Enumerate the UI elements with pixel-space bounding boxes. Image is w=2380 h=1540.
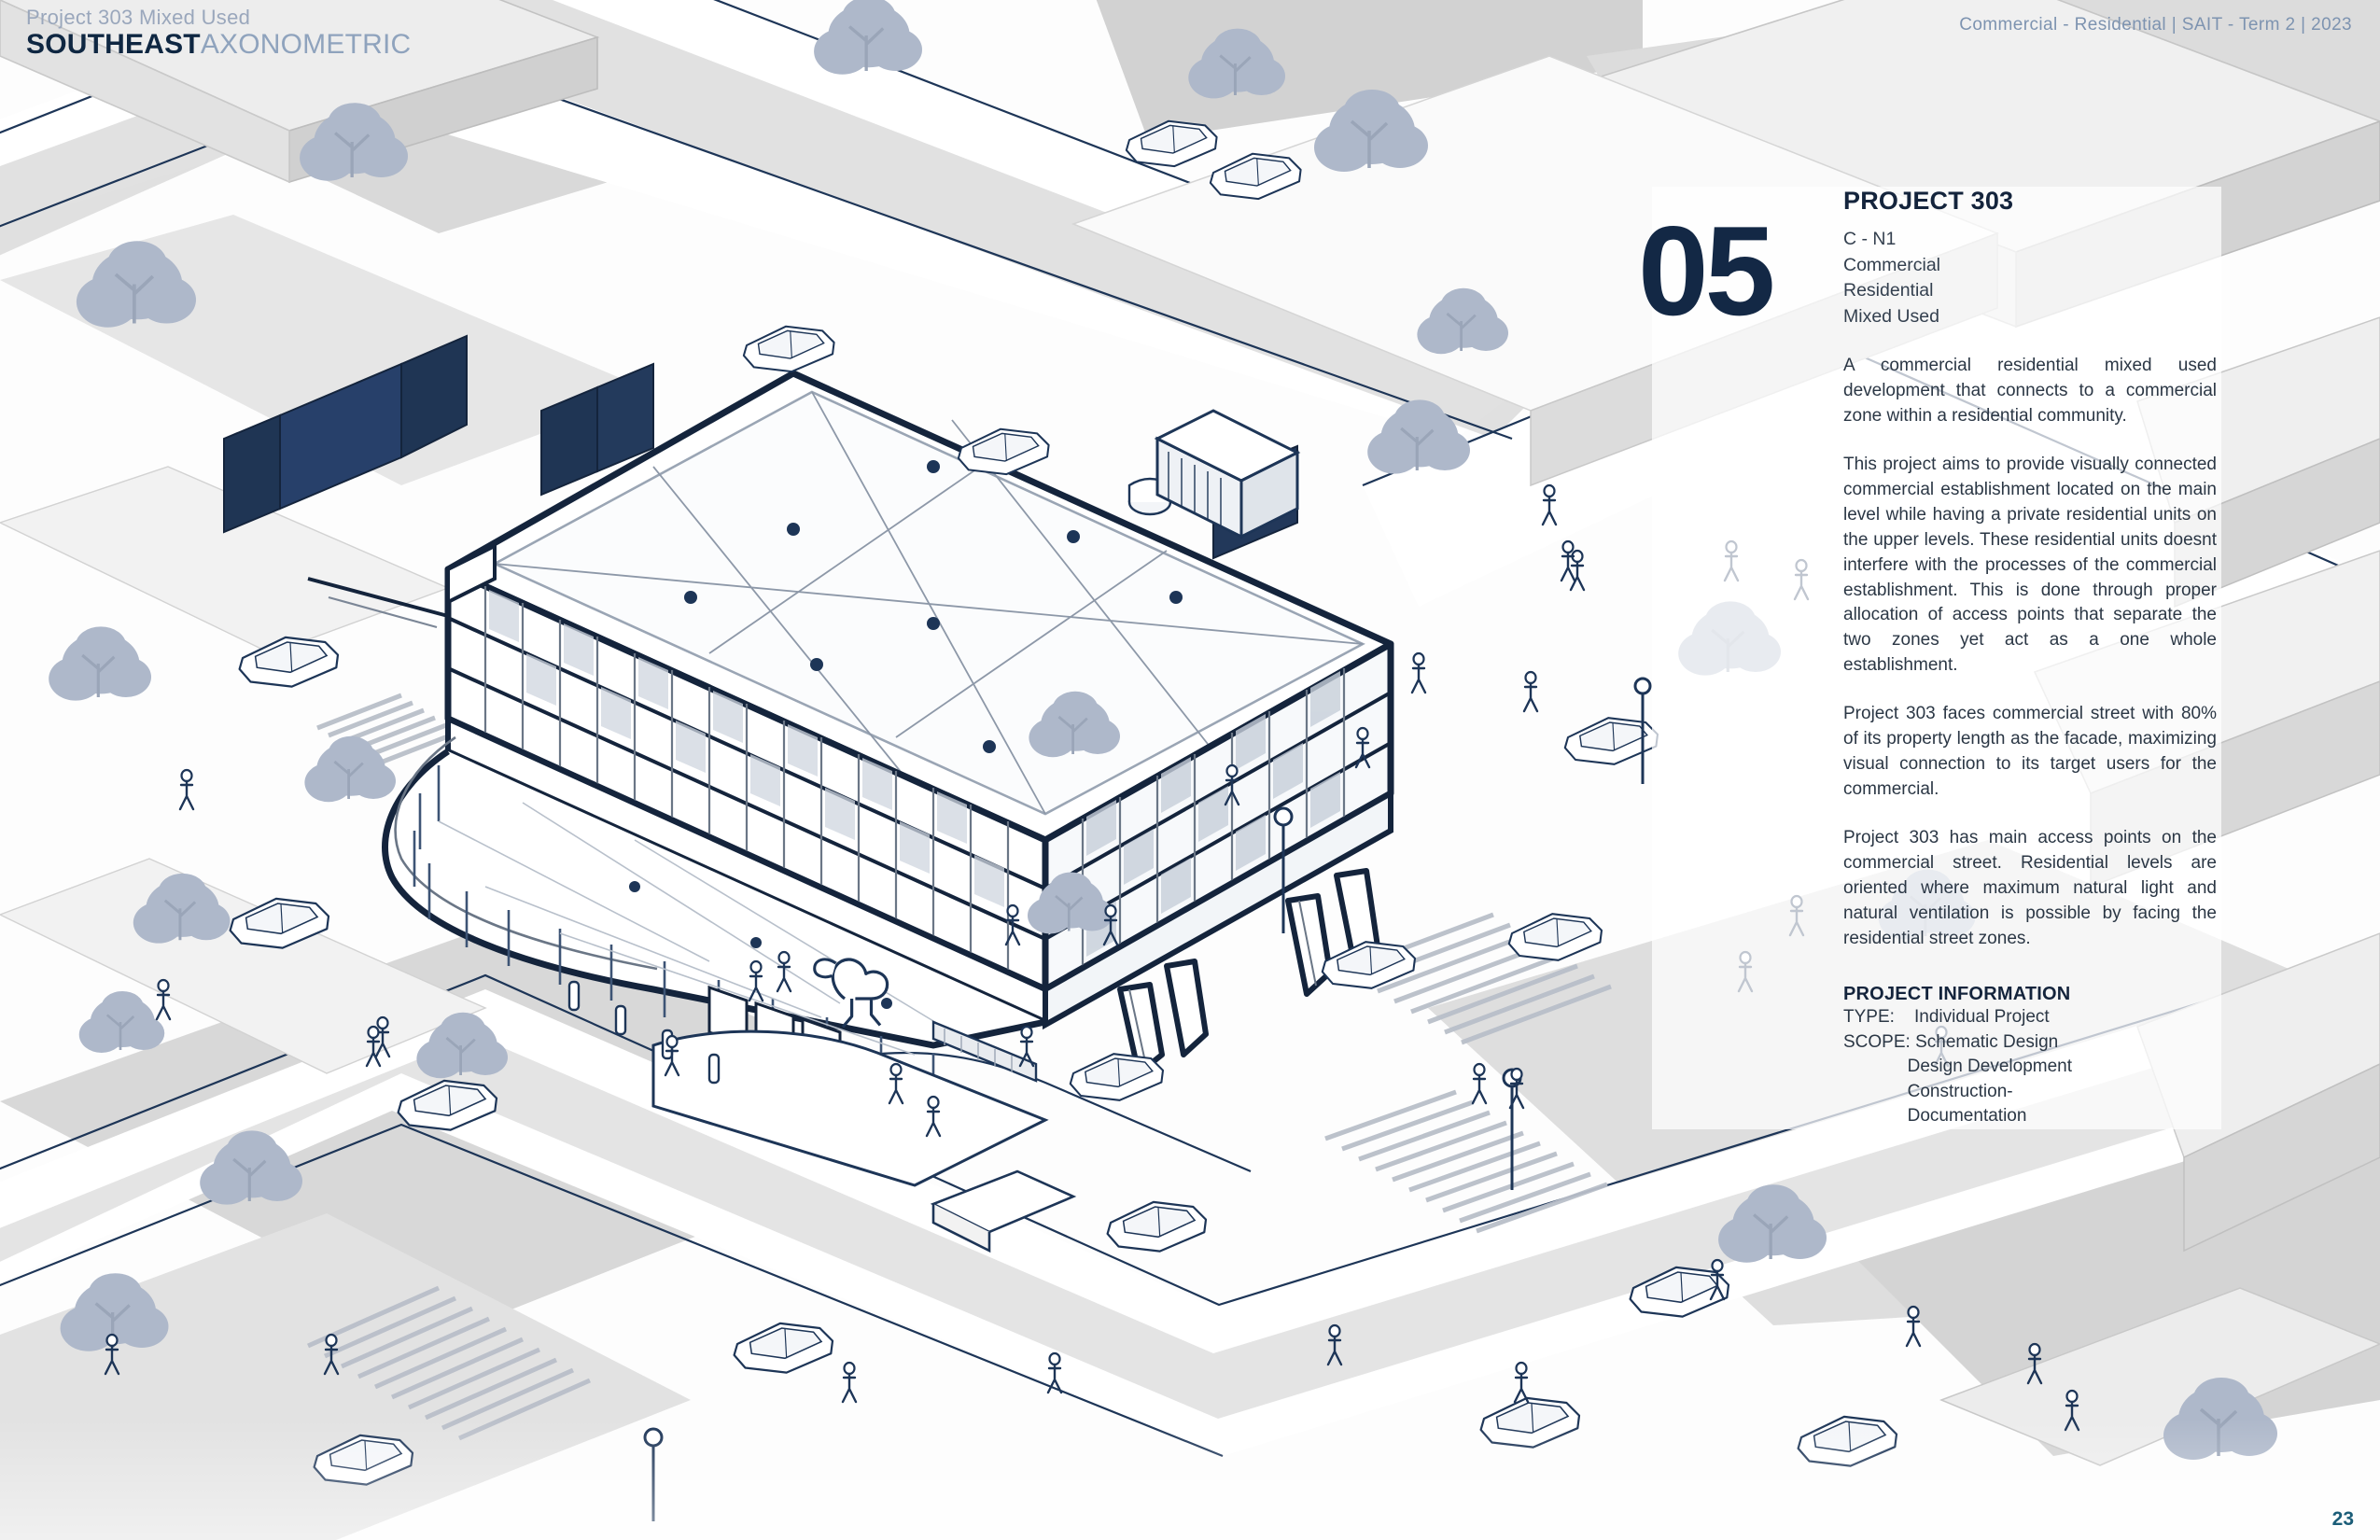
- crosswalks: [306, 693, 1612, 1441]
- podium-floor-grid: [438, 802, 944, 1056]
- page-title-light: AXONOMETRIC: [200, 29, 412, 60]
- project-information-heading: PROJECT INFORMATION: [1843, 984, 2071, 1005]
- main-building: [223, 334, 1394, 1109]
- left-facade-glass: [489, 590, 1004, 907]
- entrance-plaza: [567, 958, 1077, 1253]
- page-title: SOUTHEASTAXONOMETRIC: [26, 31, 411, 59]
- description-paragraph-2: This project aims to provide visually co…: [1843, 454, 2217, 676]
- page-title-bold: SOUTHEAST: [26, 29, 201, 60]
- description-paragraph-3: Project 303 faces commercial street with…: [1843, 704, 2217, 800]
- header-meta: Commercial - Residential | SAIT - Term 2…: [1959, 15, 2352, 35]
- structural-legs: [1117, 868, 1380, 1076]
- description-paragraph-1: A commercial residential mixed used deve…: [1843, 355, 2217, 426]
- roof-grid: [494, 391, 1364, 815]
- project-sublines: C - N1 Commercial Residential Mixed Used: [1843, 229, 1941, 328]
- section-number: 05: [1638, 200, 1775, 342]
- roof-penthouse: [1154, 409, 1301, 539]
- description-paragraph-4: Project 303 has main access points on th…: [1843, 828, 2217, 949]
- page-header-left: Project 303 Mixed Used SOUTHEASTAXONOMET…: [26, 7, 411, 59]
- podium-nodes: [629, 881, 892, 1009]
- plaza-sculpture: [813, 958, 889, 1029]
- project-info-scope-4: Documentation: [1843, 1106, 2027, 1127]
- plaza-bench: [931, 1020, 1038, 1083]
- left-facade-mullions: [483, 586, 1010, 971]
- project-info-scope: SCOPE: Schematic Design: [1843, 1031, 2059, 1052]
- page-number: 23: [2331, 1508, 2354, 1530]
- right-facade-glass: [1086, 671, 1340, 957]
- project-info-scope-3: Construction-: [1843, 1081, 2013, 1101]
- roof-nodes: [684, 460, 1183, 753]
- project-title: PROJECT 303: [1843, 187, 2014, 215]
- info-panel: PROJECT 303 C - N1 Commercial Residentia…: [1843, 187, 2217, 1129]
- project-info-scope-2: Design Development: [1843, 1057, 2072, 1077]
- project-info-type: TYPE: Individual Project: [1843, 1007, 2050, 1028]
- header-subtitle: Project 303 Mixed Used: [26, 6, 251, 29]
